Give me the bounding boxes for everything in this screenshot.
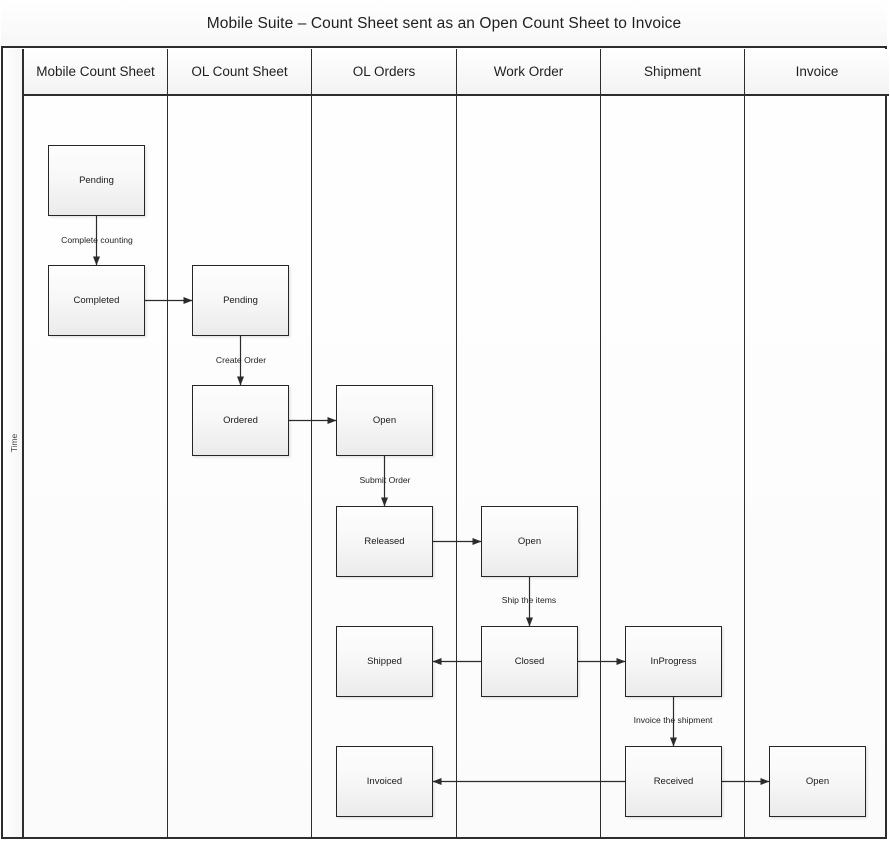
lane-header-label: OL Orders <box>352 64 416 79</box>
lane-header-invoice[interactable]: Invoice <box>745 49 889 96</box>
state-node-mobile-count-sheet-pending[interactable]: Pending <box>48 145 145 216</box>
state-node-label: Ordered <box>223 415 258 426</box>
lane-body-shipment <box>601 96 745 837</box>
state-node-label: Invoiced <box>366 776 403 787</box>
state-node-label: Received <box>653 776 694 787</box>
state-node-label: Pending <box>79 175 114 186</box>
state-node-ol-orders-shipped[interactable]: Shipped <box>336 626 433 697</box>
state-node-label: Open <box>517 536 542 547</box>
state-node-ol-count-sheet-ordered[interactable]: Ordered <box>192 385 289 456</box>
lane-body-mobile-count-sheet <box>24 96 168 837</box>
state-node-ol-orders-released[interactable]: Released <box>336 506 433 577</box>
lane-header-mobile-count-sheet[interactable]: Mobile Count Sheet <box>24 49 168 96</box>
state-node-work-order-closed[interactable]: Closed <box>481 626 578 697</box>
connector-label-e5: Submit Order <box>359 475 411 485</box>
state-node-label: Open <box>805 776 830 787</box>
connector-label-e1: Complete counting <box>61 235 133 245</box>
connector-label-e3: Create Order <box>215 355 267 365</box>
state-node-ol-orders-open[interactable]: Open <box>336 385 433 456</box>
lane-body-ol-orders <box>312 96 457 837</box>
connector-label-e10: Invoice the shipment <box>633 715 713 725</box>
lane-header-label: Invoice <box>795 64 839 79</box>
state-node-label: Released <box>364 536 405 547</box>
lane-header-label: Mobile Count Sheet <box>36 64 155 79</box>
diagram-title: Mobile Suite – Count Sheet sent as an Op… <box>206 14 682 32</box>
lane-body-work-order <box>457 96 601 837</box>
state-node-ol-orders-invoiced[interactable]: Invoiced <box>336 746 433 817</box>
state-node-label: Closed <box>514 656 545 667</box>
state-node-label: Open <box>372 415 397 426</box>
diagram-title-bar: Mobile Suite – Count Sheet sent as an Op… <box>1 1 887 48</box>
state-node-invoice-open[interactable]: Open <box>769 746 866 817</box>
state-node-label: Completed <box>73 295 120 306</box>
lane-header-label: Shipment <box>643 64 702 79</box>
lane-header-work-order[interactable]: Work Order <box>457 49 601 96</box>
state-node-ol-count-sheet-pending[interactable]: Pending <box>192 265 289 336</box>
state-node-label: Shipped <box>367 656 402 667</box>
lane-body-invoice <box>745 96 889 837</box>
lane-header-ol-orders[interactable]: OL Orders <box>312 49 457 96</box>
connector-label-e7: Ship the items <box>501 595 557 605</box>
lane-header-label: Work Order <box>493 64 564 79</box>
state-node-work-order-open[interactable]: Open <box>481 506 578 577</box>
lane-header-label: OL Count Sheet <box>191 64 288 79</box>
state-node-shipment-inprogress[interactable]: InProgress <box>625 626 722 697</box>
time-axis-label: Time <box>9 433 19 453</box>
state-node-label: Pending <box>223 295 258 306</box>
state-node-mobile-count-sheet-completed[interactable]: Completed <box>48 265 145 336</box>
state-node-shipment-received[interactable]: Received <box>625 746 722 817</box>
lane-header-ol-count-sheet[interactable]: OL Count Sheet <box>168 49 312 96</box>
lane-body-ol-count-sheet <box>168 96 312 837</box>
state-node-label: InProgress <box>650 656 697 667</box>
lane-header-shipment[interactable]: Shipment <box>601 49 745 96</box>
time-axis-strip: Time <box>3 49 24 837</box>
